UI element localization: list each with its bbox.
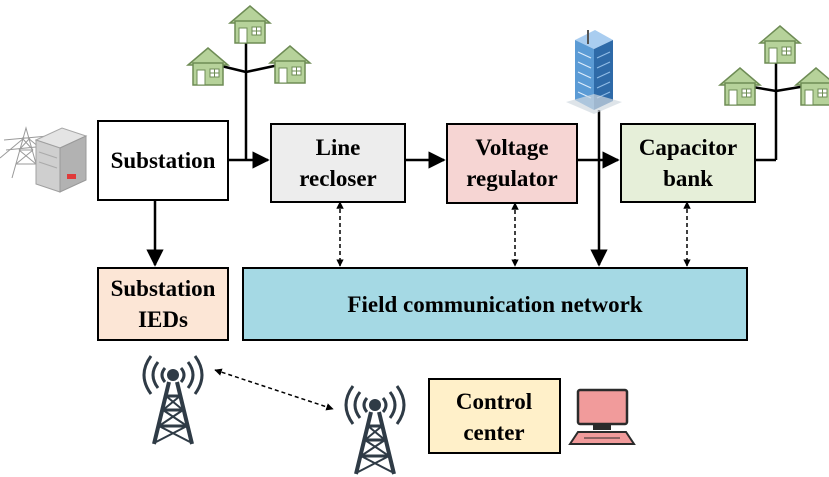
control-center-label-1: Control [456, 389, 532, 414]
voltage-regulator-label-2: regulator [466, 166, 558, 191]
substation-box [97, 120, 229, 201]
capacitor-bank-label-2: bank [663, 166, 713, 191]
substation-label: Substation [111, 148, 216, 173]
house-icon [269, 45, 311, 84]
control-center-label-2: center [463, 420, 524, 445]
capacitor-bank-label-1: Capacitor [639, 135, 737, 160]
voltage-regulator-box [446, 123, 578, 204]
radio-tower-icon [344, 384, 406, 476]
house-icon [187, 47, 229, 86]
capacitor-bank-box [620, 123, 756, 203]
house-icon [719, 67, 761, 106]
computer-icon [568, 388, 636, 445]
house-icon [759, 25, 801, 64]
house-icon [229, 5, 271, 44]
power-feeder-lines [146, 38, 813, 267]
line-recloser-label-2: recloser [299, 166, 376, 191]
line-recloser-label-1: Line [316, 135, 361, 160]
field-communication-network-box [242, 267, 748, 341]
substation-equipment-icon [0, 126, 88, 193]
voltage-regulator-label-1: Voltage [475, 135, 548, 160]
radio-tower-icon [142, 354, 204, 446]
line-recloser-box [270, 123, 406, 203]
office-building-icon [566, 30, 622, 114]
field-communication-network-label: Field communication network [347, 292, 642, 317]
communication-links [214, 201, 691, 411]
substation-ieds-box [97, 267, 229, 341]
substation-ieds-label-2: IEDs [138, 307, 188, 332]
control-center-box [428, 378, 561, 454]
substation-ieds-label-1: Substation [111, 276, 216, 301]
house-icon [795, 67, 829, 106]
